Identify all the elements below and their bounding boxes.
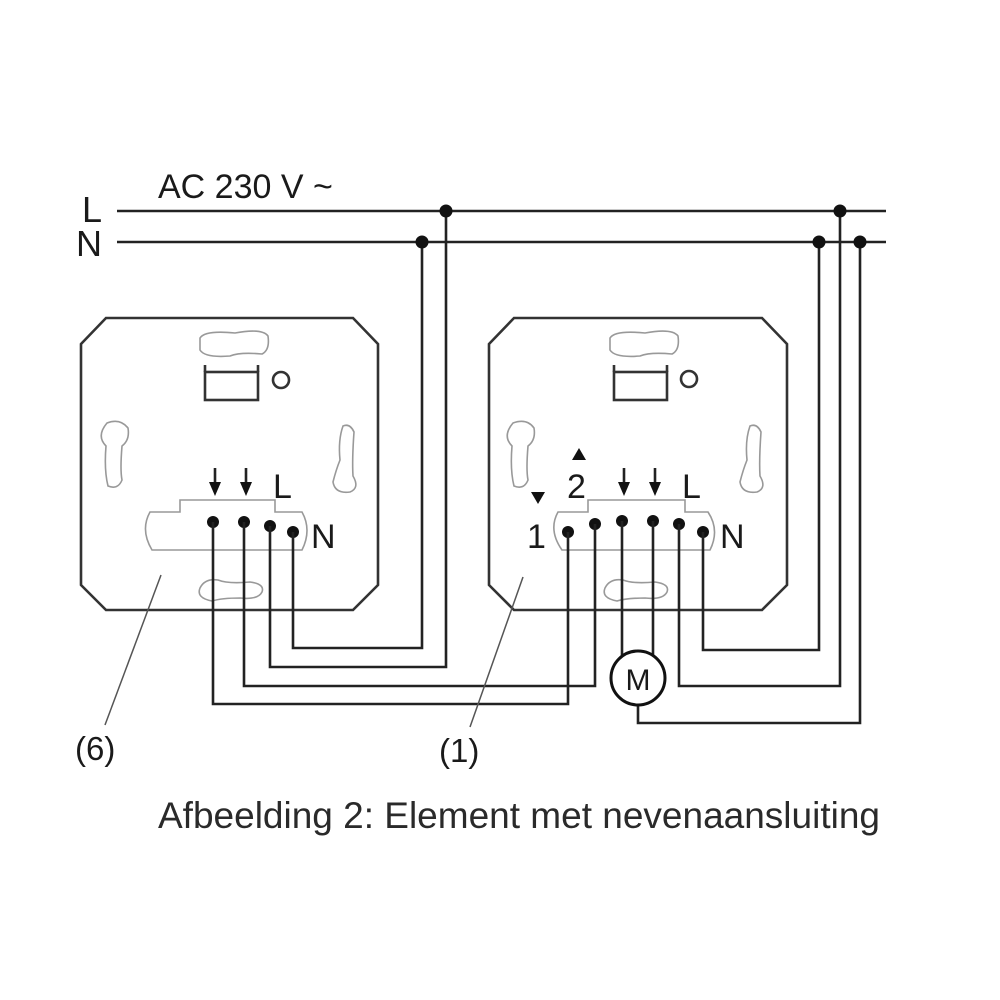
right-terminal-1-label: 1 [527,518,546,556]
right-top-mounting-slot [609,330,680,358]
right-unit: 1 2 L N [487,316,789,612]
right-unit-housing [487,316,789,612]
right-side-slot-right [739,424,764,494]
reference-label-1: (1) [439,732,479,769]
motor-symbol: M [609,649,667,707]
wire-right-l [677,211,842,688]
right-side-slot-left [506,420,536,488]
left-unit: L N [79,316,380,612]
right-bottom-mounting-slot [603,578,669,602]
wiring [211,204,867,725]
right-terminal-n-label: N [720,518,745,556]
down-triangle-icon [531,492,545,504]
right-indicator-led [679,369,699,389]
left-switch-window [203,365,260,402]
left-arrow-down-icon-2 [240,468,252,496]
leader-line-1 [469,576,524,728]
figure-caption: Afbeelding 2: Element met nevenaansluiti… [158,795,880,836]
left-side-slot-left [100,420,130,488]
junction-l-right [833,204,847,218]
wire-right-n [701,242,821,652]
line-l-label: L [82,189,102,230]
left-indicator-led [271,370,291,390]
wire-ext-2 [242,522,597,688]
right-terminal-2-label: 2 [567,468,586,506]
left-top-mounting-slot [199,330,270,358]
right-switch-window [612,365,669,402]
left-bottom-mounting-slot [198,578,264,602]
left-unit-housing [79,316,380,612]
line-n-label: N [76,223,102,264]
junction-l-left [439,204,453,218]
up-triangle-icon [572,448,586,460]
wire-ext-1 [211,522,570,706]
leader-line-6 [104,574,162,726]
reference-label-6: (6) [75,730,115,767]
left-terminal-n-label: N [311,518,336,556]
junction-n-left [415,235,429,249]
wire-left-n [291,242,424,650]
right-arrow-down-icon-2 [649,468,661,496]
wire-left-l [268,211,448,669]
motor-circle [609,649,667,707]
left-arrow-down-icon-1 [209,468,221,496]
left-terminal-block [144,499,308,551]
left-terminal-l-label: L [273,468,292,506]
right-arrow-down-icon-1 [618,468,630,496]
junction-n-right-2 [853,235,867,249]
wire-motor-n [636,242,862,725]
right-terminal-block [553,499,716,551]
supply-voltage-label: AC 230 V ~ [158,168,333,206]
motor-label: M [626,664,651,697]
junction-n-right-1 [812,235,826,249]
right-terminal-l-label: L [682,468,701,506]
left-side-slot-right [332,424,357,494]
